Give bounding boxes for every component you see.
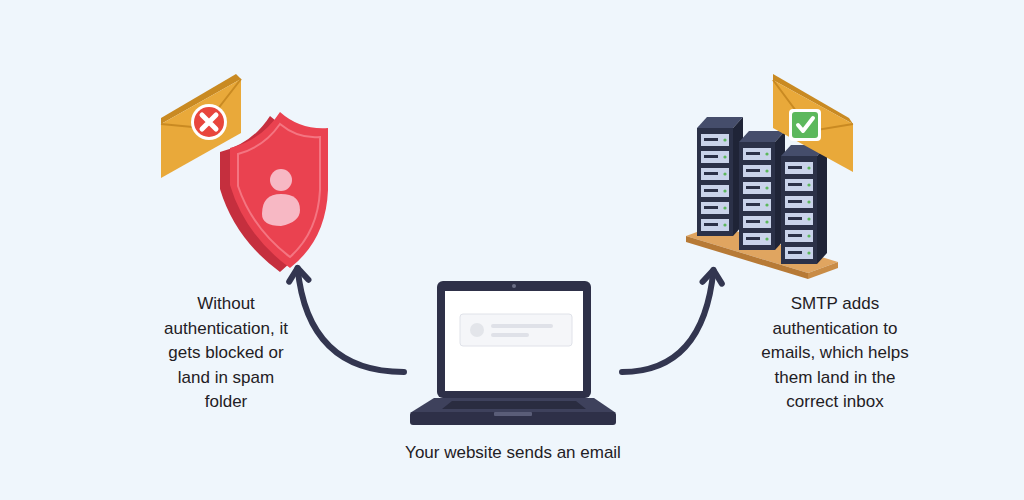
laptop bbox=[410, 281, 616, 425]
server-unit bbox=[701, 151, 729, 163]
unit-slot bbox=[704, 155, 718, 158]
server-unit bbox=[701, 219, 729, 231]
server-rack bbox=[781, 145, 827, 264]
unit-slot bbox=[704, 223, 718, 226]
server-unit bbox=[743, 148, 771, 160]
server-unit bbox=[785, 162, 813, 174]
unit-led bbox=[723, 206, 726, 209]
server-unit bbox=[785, 196, 813, 208]
server-unit bbox=[785, 179, 813, 191]
arrow-head bbox=[289, 268, 308, 282]
unit-led bbox=[765, 203, 768, 206]
unit-led bbox=[807, 251, 810, 254]
arrow-line bbox=[298, 268, 404, 372]
curved-arrow bbox=[622, 270, 722, 372]
illustration-node: Without authentication, it gets blocked … bbox=[160, 72, 332, 268]
server-unit bbox=[743, 199, 771, 211]
unit-slot bbox=[746, 152, 760, 155]
unit-slot bbox=[746, 220, 760, 223]
unit-slot bbox=[746, 186, 760, 189]
unit-led bbox=[765, 152, 768, 155]
unit-led bbox=[765, 169, 768, 172]
arrow-head bbox=[703, 270, 722, 284]
illustration-node: Your website sends an email bbox=[410, 280, 616, 426]
unit-led bbox=[723, 138, 726, 141]
unit-led bbox=[723, 155, 726, 158]
illustration-node: SMTP adds authentication to emails, whic… bbox=[692, 70, 857, 270]
server-unit bbox=[743, 233, 771, 245]
server-unit bbox=[743, 182, 771, 194]
unit-slot bbox=[704, 206, 718, 209]
unit-slot bbox=[746, 203, 760, 206]
unit-led bbox=[807, 234, 810, 237]
node-caption: SMTP adds authentication to emails, whic… bbox=[755, 292, 915, 415]
unit-led bbox=[807, 200, 810, 203]
server-unit bbox=[701, 202, 729, 214]
server-unit bbox=[785, 230, 813, 242]
rack-front bbox=[781, 156, 817, 264]
node-caption: Without authentication, it gets blocked … bbox=[156, 292, 296, 415]
server-unit bbox=[701, 168, 729, 180]
unit-slot bbox=[788, 200, 802, 203]
unit-led bbox=[765, 237, 768, 240]
approved-envelope bbox=[773, 74, 853, 172]
unit-slot bbox=[788, 217, 802, 220]
unit-slot bbox=[746, 169, 760, 172]
node-caption: Your website sends an email bbox=[370, 441, 656, 466]
unit-led bbox=[807, 217, 810, 220]
server-unit bbox=[701, 134, 729, 146]
unit-led bbox=[765, 220, 768, 223]
arrow-line bbox=[622, 270, 713, 372]
unit-slot bbox=[704, 138, 718, 141]
unit-led bbox=[807, 166, 810, 169]
unit-slot bbox=[788, 183, 802, 186]
server-unit bbox=[743, 165, 771, 177]
server-rack bbox=[697, 117, 743, 236]
curved-arrow bbox=[289, 268, 404, 372]
shield bbox=[220, 112, 328, 272]
unit-slot bbox=[704, 172, 718, 175]
unit-led bbox=[723, 172, 726, 175]
server-unit bbox=[785, 247, 813, 259]
rack-side bbox=[817, 145, 827, 264]
unit-slot bbox=[788, 234, 802, 237]
unit-led bbox=[723, 223, 726, 226]
rack-front bbox=[697, 128, 733, 236]
server-unit bbox=[785, 213, 813, 225]
unit-led bbox=[807, 183, 810, 186]
unit-slot bbox=[704, 189, 718, 192]
server-unit bbox=[743, 216, 771, 228]
unit-slot bbox=[788, 251, 802, 254]
server-rack bbox=[739, 131, 785, 250]
unit-slot bbox=[788, 166, 802, 169]
unit-slot bbox=[746, 237, 760, 240]
unit-led bbox=[765, 186, 768, 189]
server-unit bbox=[701, 185, 729, 197]
unit-led bbox=[723, 189, 726, 192]
rack-front bbox=[739, 142, 775, 250]
